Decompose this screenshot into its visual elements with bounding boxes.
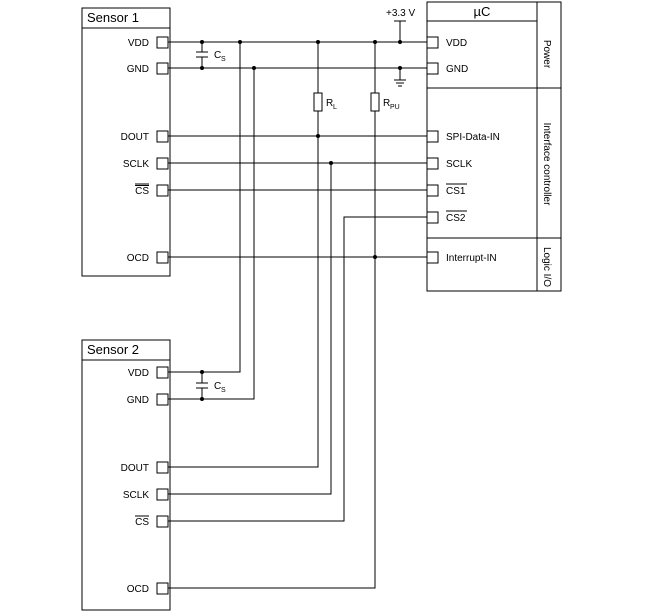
sensor-2-vdd-pin[interactable] <box>156 366 169 379</box>
sensor-2-sclk-pin[interactable] <box>156 488 169 501</box>
mcu-vdd-pin[interactable] <box>426 36 439 49</box>
load-resistor: R L <box>313 92 337 112</box>
mcu-interrupt-in-label: Interrupt-IN <box>446 253 497 264</box>
sensor-1-dout-label: DOUT <box>121 132 149 143</box>
capacitor-sensor-2: C S <box>196 372 226 399</box>
sensor-1-gnd-label: GND <box>127 64 149 75</box>
sensor-2-gnd-pin[interactable] <box>156 393 169 406</box>
mcu-section-power: Power <box>541 40 552 69</box>
sensor-2-cs2-wire <box>168 216 427 522</box>
sensor-2-gnd-label: GND <box>127 395 149 406</box>
pullup-resistor: R PU <box>370 92 400 112</box>
capacitor-2-label: C <box>214 381 221 392</box>
mcu-sclk-pin[interactable] <box>426 157 439 170</box>
sensor-2-cs-label: CS <box>135 517 149 528</box>
sensor-2-block: Sensor 2 VDD GND DOUT SCLK CS OCD <box>81 339 171 611</box>
mcu-gnd-pin[interactable] <box>426 62 439 75</box>
pullup-resistor-subscript: PU <box>390 104 400 111</box>
capacitor-1-label: C <box>214 50 221 61</box>
mcu-section-logic: Logic I/O <box>541 247 552 287</box>
sensor-1-outline <box>81 7 171 277</box>
sensor-1-ocd-pin[interactable] <box>156 251 169 264</box>
microcontroller-outline <box>426 1 562 292</box>
mcu-sclk-label: SCLK <box>446 159 472 170</box>
sensor-2-outline <box>81 339 171 611</box>
sensor-2-dout-wire <box>168 42 319 468</box>
supply-label: +3.3 V <box>386 8 416 19</box>
sensor-1-cs-label: CS <box>135 186 149 197</box>
sensor-2-sclk-wire <box>168 163 332 495</box>
mcu-section-interface: Interface controller <box>541 123 552 206</box>
sensor-1-title: Sensor 1 <box>87 10 139 25</box>
sensor-1-gnd-pin[interactable] <box>156 62 169 75</box>
mcu-spi-data-in-label: SPI-Data-IN <box>446 132 500 143</box>
sensor-1-vdd-pin[interactable] <box>156 36 169 49</box>
sensor-2-title: Sensor 2 <box>87 342 139 357</box>
sensor-2-ocd-wire <box>168 42 376 589</box>
sensor-1-ocd-label: OCD <box>127 253 149 264</box>
load-resistor-subscript: L <box>333 104 337 111</box>
mcu-interrupt-in-pin[interactable] <box>426 251 439 264</box>
sensor-1-block: Sensor 1 VDD GND DOUT SCLK CS OCD <box>81 7 171 277</box>
sensor-1-vdd-label: VDD <box>128 38 149 49</box>
mcu-cs2-pin[interactable] <box>426 211 439 224</box>
capacitor-1-subscript: S <box>221 56 226 63</box>
mcu-spi-data-in-pin[interactable] <box>426 130 439 143</box>
pullup-resistor-label: R <box>383 98 390 109</box>
mcu-gnd-label: GND <box>446 64 468 75</box>
wires <box>168 41 427 589</box>
sensor-2-vdd-label: VDD <box>128 368 149 379</box>
mcu-cs2-label: CS2 <box>446 213 466 224</box>
sensor-1-sclk-pin[interactable] <box>156 157 169 170</box>
sensor-2-ocd-label: OCD <box>127 584 149 595</box>
mcu-cs1-label: CS1 <box>446 186 466 197</box>
ground-symbol <box>394 68 406 87</box>
sensor-2-dout-label: DOUT <box>121 463 149 474</box>
microcontroller-block: µC Power Interface controller Logic I/O … <box>426 1 562 292</box>
supply-symbol: +3.3 V <box>386 8 416 42</box>
junction-dots <box>200 40 402 401</box>
sensor-2-ocd-pin[interactable] <box>156 582 169 595</box>
sensor-2-dout-pin[interactable] <box>156 461 169 474</box>
sensor-2-sclk-label: SCLK <box>123 490 149 501</box>
mcu-title: µC <box>474 4 491 19</box>
capacitor-2-subscript: S <box>221 387 226 394</box>
sensor-1-sclk-label: SCLK <box>123 159 149 170</box>
sensor-1-dout-pin[interactable] <box>156 130 169 143</box>
sensor-2-cs-pin[interactable] <box>156 515 169 528</box>
sensor-1-cs-pin[interactable] <box>156 184 169 197</box>
load-resistor-label: R <box>326 98 333 109</box>
mcu-cs1-pin[interactable] <box>426 184 439 197</box>
sensor-2-vdd-wire <box>168 42 241 373</box>
capacitor-sensor-1: C S <box>196 42 226 68</box>
mcu-vdd-label: VDD <box>446 38 467 49</box>
sensor-2-gnd-wire <box>168 68 255 400</box>
